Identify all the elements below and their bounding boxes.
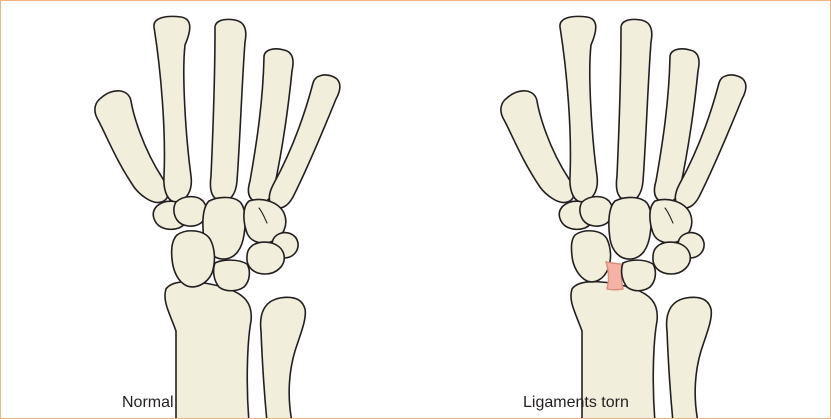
triquetrum-bone bbox=[247, 242, 284, 274]
scaphoid-bone bbox=[172, 231, 215, 287]
trapezoid-bone bbox=[580, 197, 613, 227]
caption-ligaments-torn: Ligaments torn bbox=[523, 394, 629, 412]
ulna-bone bbox=[261, 297, 306, 419]
triquetrum-bone bbox=[653, 242, 690, 274]
metacarpal-thumb bbox=[95, 91, 168, 203]
torn-ligament-gap bbox=[606, 262, 623, 290]
metacarpal-middle bbox=[210, 19, 245, 201]
caption-normal: Normal bbox=[122, 394, 174, 412]
ulna-bone bbox=[667, 297, 712, 419]
radius-bone bbox=[165, 282, 251, 419]
metacarpal-thumb bbox=[501, 91, 574, 203]
capitate-bone bbox=[609, 197, 651, 259]
lunate-bone bbox=[622, 260, 656, 291]
trapezoid-bone bbox=[174, 197, 207, 227]
metacarpal-middle bbox=[616, 19, 651, 201]
scaphoid-bone bbox=[571, 231, 610, 282]
lunate-bone bbox=[214, 260, 250, 291]
wrist-normal-illustration bbox=[1, 1, 407, 419]
wrist-torn-illustration bbox=[407, 1, 813, 419]
